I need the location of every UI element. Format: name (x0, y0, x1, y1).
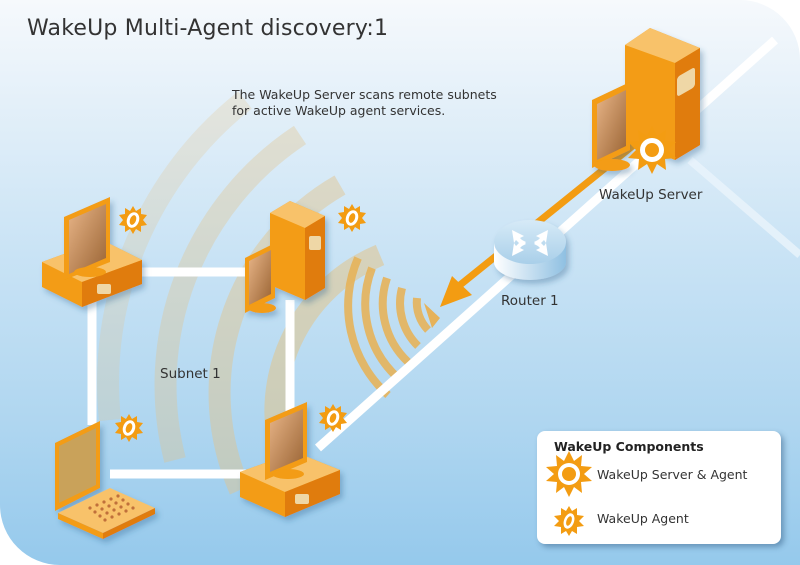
wave-arc (378, 276, 411, 365)
legend-item-agent: WakeUp Agent (597, 511, 689, 526)
scan-waves-large (97, 91, 385, 506)
agent-gear-icon (119, 206, 147, 234)
legend-title: WakeUp Components (554, 439, 704, 454)
wave-arc (154, 125, 307, 463)
gear-ring-icon (554, 506, 584, 536)
wave-arc (344, 256, 391, 398)
workstation-bottom-right-icon (240, 402, 340, 517)
legend-item-server-agent: WakeUp Server & Agent (597, 467, 748, 482)
workstation-top-left-icon (42, 197, 142, 307)
agent-gear-icon (319, 404, 347, 432)
server-label: WakeUp Server (599, 187, 703, 203)
wave-arc (97, 91, 252, 422)
wakeup-server-icon (592, 28, 700, 171)
sun-ring-icon (546, 451, 592, 497)
agent-gear-icon (338, 204, 366, 232)
wave-arc (412, 297, 432, 333)
scan-waves-small (344, 256, 440, 398)
wave-dot (424, 303, 440, 328)
subnet-label: Subnet 1 (160, 366, 221, 382)
agent-gear-icon (115, 414, 143, 442)
diagram-description: The WakeUp Server scans remote subnets f… (232, 87, 497, 119)
router-icon (494, 220, 566, 280)
wave-arc (361, 266, 401, 381)
legend-box: WakeUp Components WakeUp Server & Agent … (537, 431, 781, 544)
server-agent-sun-icon (628, 126, 676, 174)
wave-arc (396, 286, 421, 349)
diagram-title: WakeUp Multi-Agent discovery:1 (27, 16, 389, 41)
description-line-1: The WakeUp Server scans remote subnets (232, 87, 497, 102)
wan-link-upper (687, 156, 800, 259)
subnet-server-icon (245, 201, 325, 313)
router-label: Router 1 (501, 293, 559, 309)
description-line-2: for active WakeUp agent services. (232, 103, 446, 118)
laptop-icon (55, 421, 155, 539)
